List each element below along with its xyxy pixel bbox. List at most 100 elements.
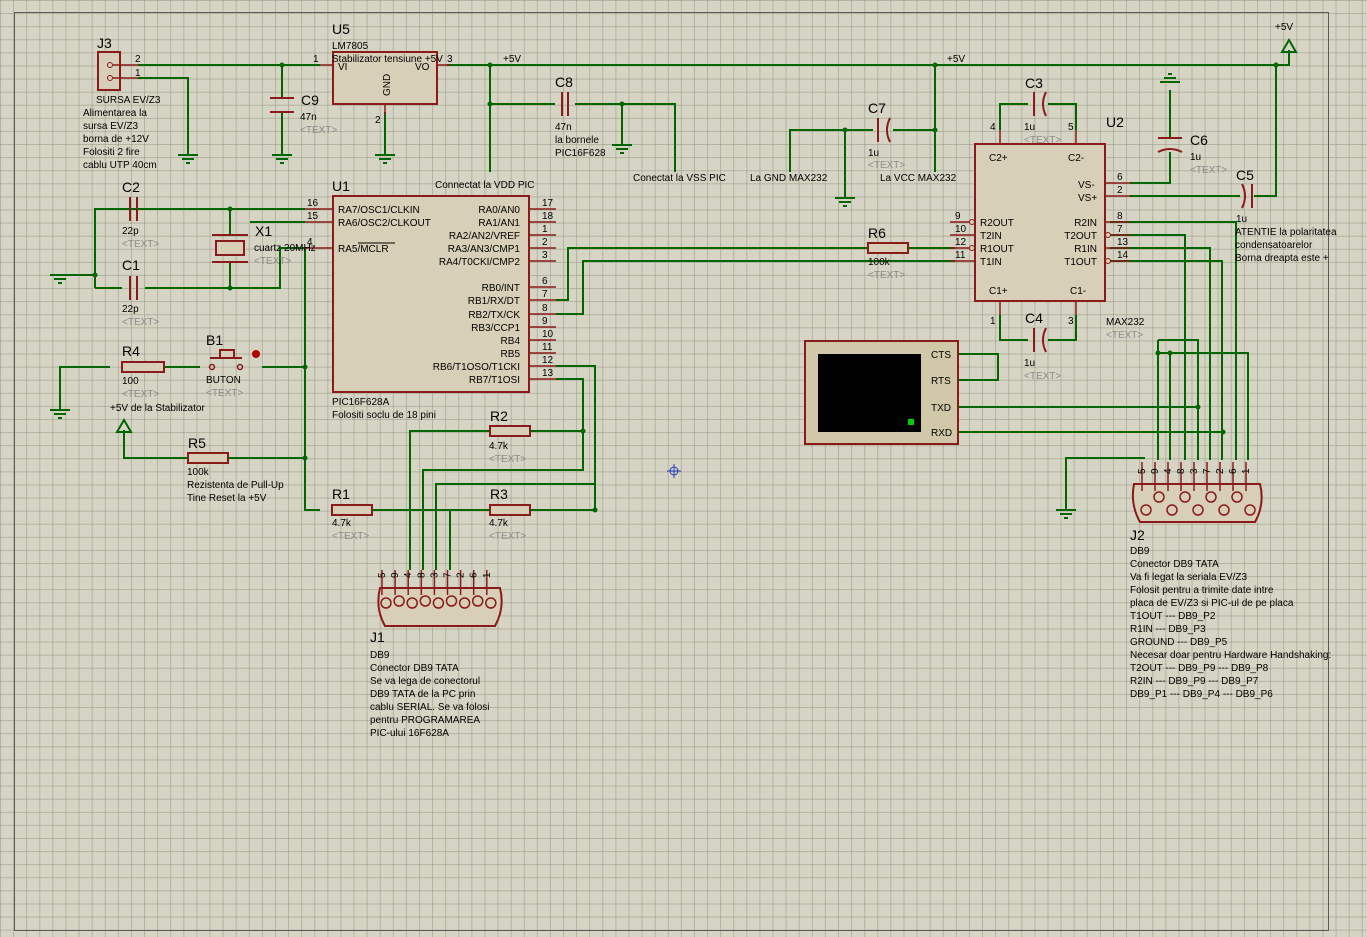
resistor-r5[interactable] <box>187 452 229 464</box>
resistor-r2[interactable] <box>489 425 531 437</box>
j1-note: Conector DB9 TATA <box>370 663 459 674</box>
connector-j3[interactable] <box>97 51 138 91</box>
j2-note: DB9 <box>1130 546 1150 557</box>
regulator-u5[interactable] <box>320 51 450 115</box>
u1-pin-name: RB3/CCP1 <box>471 323 520 334</box>
note-vss: Conectat la VSS PIC <box>633 173 726 184</box>
c9-ref: C9 <box>301 92 319 108</box>
j2-pin-hole <box>1231 491 1243 503</box>
j2-note: R2IN --- DB9_P9 --- DB9_P7 <box>1130 676 1259 687</box>
c1-ref: C1 <box>122 257 140 273</box>
resistor-r3[interactable] <box>489 504 531 516</box>
u2-pin-label: C2- <box>1068 153 1084 164</box>
j1-ref: J1 <box>370 629 385 645</box>
capacitor-c4[interactable] <box>1033 327 1047 353</box>
capacitor-c1[interactable] <box>129 276 138 300</box>
r4-note: +5V de la Stabilizator <box>110 403 205 414</box>
u1-note: Folositi soclu de 18 pini <box>332 410 436 421</box>
j1-pin-number: 5 <box>377 572 388 578</box>
j2-note: GROUND --- DB9_P5 <box>1130 637 1228 648</box>
u2-pin-number: 9 <box>955 211 961 222</box>
c1-val: 22p <box>122 304 139 315</box>
u2-text: <TEXT> <box>1106 330 1143 341</box>
r6-text: <TEXT> <box>868 270 905 281</box>
u1-pin-name: RB5 <box>501 349 521 360</box>
c9-val: 47n <box>300 112 317 123</box>
c4-val: 1u <box>1024 358 1035 369</box>
j2-pin-number: 9 <box>1150 468 1161 474</box>
j1-pin-hole <box>380 597 392 609</box>
j2-pin-hole <box>1166 504 1178 516</box>
j3-note: borna de +12V <box>83 134 149 145</box>
resistor-r6[interactable] <box>867 242 909 254</box>
terminal-rxd: RXD <box>931 428 952 439</box>
terminal-txd: TXD <box>931 403 951 414</box>
chip-u1-pic16f628a[interactable] <box>332 195 530 393</box>
u2-pin-label: VS+ <box>1078 193 1097 204</box>
r3-val: 4.7k <box>489 518 509 529</box>
u1-left-pins: 16RA7/OSC1/CLKIN15RA6/OSC2/CLKOUT4RA5/MC… <box>305 198 431 255</box>
u1-pin-name: RA0/AN0 <box>478 205 520 216</box>
j2-pin-hole <box>1244 504 1256 516</box>
capacitor-c7[interactable] <box>877 117 891 143</box>
connector-j2-db9[interactable] <box>1131 483 1263 523</box>
u1-pin-number: 6 <box>542 276 548 287</box>
j1-note: pentru PROGRAMAREA <box>370 715 480 726</box>
u1-pin-number: 2 <box>542 237 548 248</box>
capacitor-c6[interactable] <box>1157 137 1183 153</box>
r5-ref: R5 <box>188 435 206 451</box>
button-b1[interactable] <box>208 349 261 371</box>
u2-pin-name: T2IN <box>980 231 1002 242</box>
r5-note: Rezistenta de Pull-Up <box>187 480 284 491</box>
u2-pin-name: R2IN <box>1074 218 1097 229</box>
c1-text: <TEXT> <box>122 317 159 328</box>
j1-pin-number: 6 <box>469 572 480 578</box>
note-vcc-max: La VCC MAX232 <box>880 173 957 184</box>
u2-pin-num: 4 <box>990 122 996 133</box>
sheet-border <box>14 12 1329 931</box>
capacitor-c8[interactable] <box>561 92 569 116</box>
u5-pin1: 1 <box>313 54 319 65</box>
r5-val: 100k <box>187 467 210 478</box>
x1-text: <TEXT> <box>254 256 291 267</box>
u2-pin-name: T1IN <box>980 257 1002 268</box>
r2-val: 4.7k <box>489 441 509 452</box>
j1-pin-hole <box>445 595 458 607</box>
resistor-r1[interactable] <box>331 504 373 516</box>
x1-ref: X1 <box>255 223 272 239</box>
j2-pin-number: 7 <box>1202 468 1213 474</box>
r2-ref: R2 <box>490 408 508 424</box>
u1-pin-name: RA2/AN2/VREF <box>449 231 520 242</box>
j2-pin-number: 8 <box>1176 468 1187 474</box>
c6-text: <TEXT> <box>1190 165 1227 176</box>
u2-pin-number: 8 <box>1117 211 1123 222</box>
capacitor-c3[interactable] <box>1033 91 1047 117</box>
j1-note: cablu SERIAL. Se va folosi <box>370 702 490 713</box>
u1-part: PIC16F628A <box>332 397 390 408</box>
capacitor-c5[interactable] <box>1241 183 1253 209</box>
j2-note: Va fi legat la seriala EV/Z3 <box>1130 572 1248 583</box>
j1-pin-number: 4 <box>403 572 414 578</box>
resistor-r4[interactable] <box>121 361 165 373</box>
c3-ref: C3 <box>1025 75 1043 91</box>
j2-pin-number: 1 <box>1241 468 1252 474</box>
x1-val: cuartz 20MHz <box>254 243 316 254</box>
j1-note: Se va lega de conectorul <box>370 676 480 687</box>
u1-pin-number: 4 <box>307 237 313 248</box>
chip-u2-max232[interactable] <box>950 130 1130 315</box>
connector-j1-db9[interactable] <box>377 587 503 627</box>
u1-ref: U1 <box>332 178 350 194</box>
virtual-terminal[interactable] <box>804 340 959 445</box>
crosshair-cursor-icon <box>667 464 681 478</box>
note-polarity: ATENTIE la polaritatea <box>1235 227 1337 238</box>
r1-val: 4.7k <box>332 518 352 529</box>
c4-ref: C4 <box>1025 310 1043 326</box>
capacitor-c9[interactable] <box>270 97 294 113</box>
u2-pin-name: T1OUT <box>1064 257 1097 268</box>
crystal-x1[interactable] <box>212 234 248 263</box>
u2-pin-num: 2 <box>1117 185 1123 196</box>
capacitor-c2[interactable] <box>129 197 138 221</box>
